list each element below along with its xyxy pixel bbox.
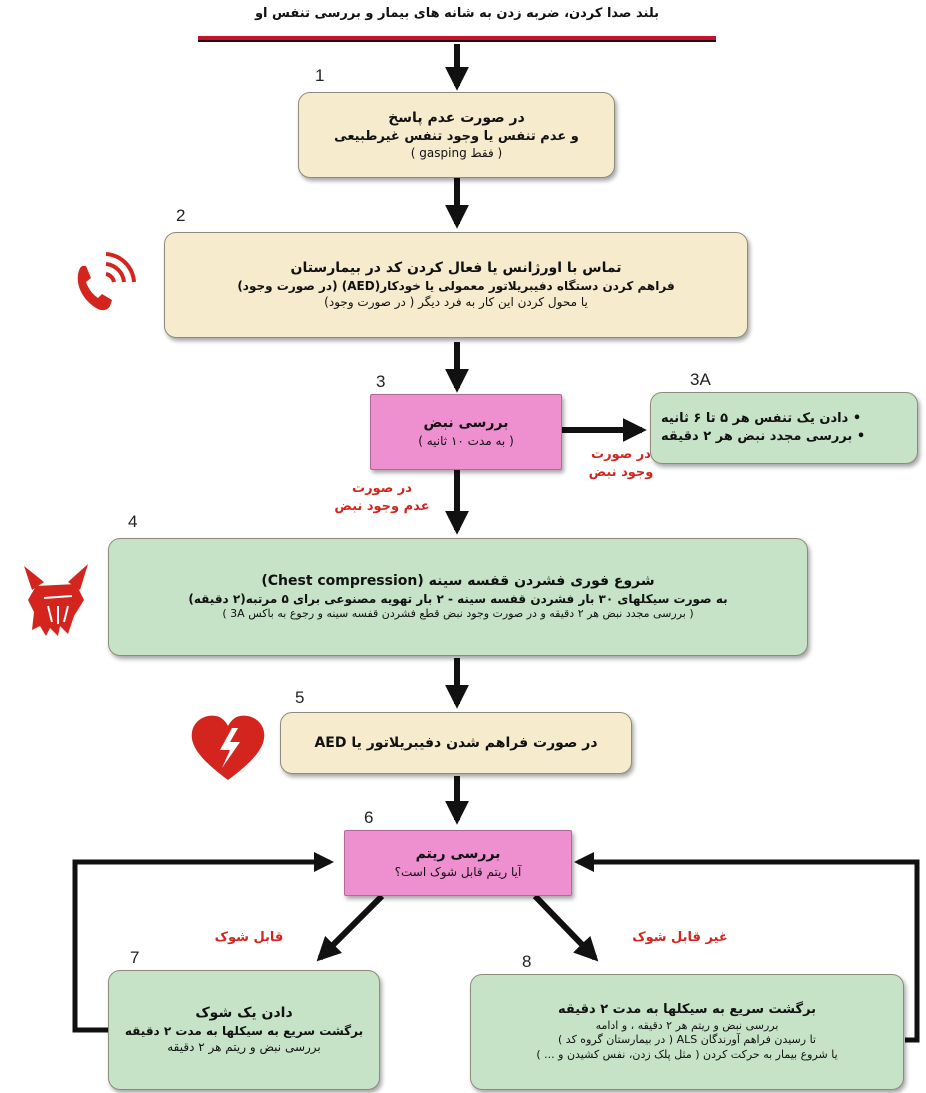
step-3a-bullet2: • بررسی مجدد نبض هر ۲ دقیقه xyxy=(661,429,866,444)
label-non-shockable: غیر قابل شوک xyxy=(632,930,728,945)
step-1-line2: و عدم تنفس یا وجود تنفس غیرطبیعی xyxy=(334,128,579,144)
header-red-rule xyxy=(198,36,716,40)
step-7-line3: بررسی نبض و ریتم هر ۲ دقیقه xyxy=(167,1040,321,1055)
step-1-box: در صورت عدم پاسخ و عدم تنفس یا وجود تنفس… xyxy=(298,92,615,178)
step-4-number: 4 xyxy=(128,512,138,531)
step-3a-number: 3A xyxy=(690,370,711,389)
step-8-line3: تا رسیدن فراهم آورندگان ALS ( در بیمارست… xyxy=(558,1033,816,1047)
step-4-line2: به صورت سیکلهای ۳۰ بار فشردن قفسه سینه -… xyxy=(188,591,728,606)
phone-icon xyxy=(77,252,136,311)
step-6-title: بررسی ریتم xyxy=(415,846,501,863)
step-2-line2: فراهم کردن دستگاه دفیبریلاتور معمولی یا … xyxy=(237,279,675,294)
step-1-number: 1 xyxy=(315,66,325,85)
step-8-number: 8 xyxy=(522,952,532,971)
step-7-line2: برگشت سریع به سیکلها به مدت ۲ دقیقه xyxy=(124,1024,364,1039)
loop-7-to-6 xyxy=(72,852,334,1033)
label-shockable: قابل شوک xyxy=(214,930,284,945)
label-pulse-present-l2: وجود نبض xyxy=(588,464,654,480)
step-6-line2: آیا ریتم قابل شوک است؟ xyxy=(394,865,522,880)
label-pulse-present: در صورت وجود نبض xyxy=(566,446,676,481)
step-3-title: بررسی نبض xyxy=(423,415,509,432)
step-8-title: برگشت سریع به سیکلها به مدت ۲ دقیقه xyxy=(557,1001,817,1017)
label-no-pulse: در صورت عدم وجود نبض xyxy=(322,480,442,515)
step-3a-box: • دادن یک تنفس هر ۵ تا ۶ ثانیه • بررسی م… xyxy=(650,392,918,464)
step-7-box: دادن یک شوک برگشت سریع به سیکلها به مدت … xyxy=(108,970,380,1090)
step-7-title: دادن یک شوک xyxy=(195,1005,293,1022)
step-7-number: 7 xyxy=(130,948,140,967)
step-4-title: شروع فوری فشردن قفسه سینه (Chest compres… xyxy=(261,573,655,590)
step-8-box: برگشت سریع به سیکلها به مدت ۲ دقیقه بررس… xyxy=(470,974,904,1090)
step-8-line4: یا شروع بیمار به حرکت کردن ( مثل پلک زدن… xyxy=(536,1048,838,1062)
step-6-number: 6 xyxy=(364,808,374,827)
step-5-number: 5 xyxy=(295,688,305,707)
step-8-line2: بررسی نبض و ریتم هر ۲ دقیقه ، و ادامه xyxy=(595,1018,779,1032)
step-4-line3: ( بررسی مجدد نبض هر ۲ دقیقه و در صورت وج… xyxy=(222,607,694,621)
arrow-6-to-7 xyxy=(316,893,385,962)
step-2-title: تماس با اورژانس یا فعال کردن کد در بیمار… xyxy=(290,260,622,277)
step-5-box: در صورت فراهم شدن دفیبریلاتور یا AED xyxy=(280,712,632,774)
step-2-box: تماس با اورژانس یا فعال کردن کد در بیمار… xyxy=(164,232,748,338)
aed-heart-icon xyxy=(191,715,265,780)
step-1-line3: ( فقط gasping ) xyxy=(410,146,503,161)
loop-8-to-6 xyxy=(574,852,920,1043)
arrow-6-to-8 xyxy=(532,893,599,962)
cpr-hands-icon xyxy=(24,564,88,636)
step-3-box: بررسی نبض ( به مدت ۱۰ ثانیه ) xyxy=(370,394,562,470)
step-6-box: بررسی ریتم آیا ریتم قابل شوک است؟ xyxy=(344,830,572,896)
step-3a-bullet1: • دادن یک تنفس هر ۵ تا ۶ ثانیه xyxy=(661,411,862,427)
header-black-rule xyxy=(198,40,716,42)
step-5-title: در صورت فراهم شدن دفیبریلاتور یا AED xyxy=(314,734,598,751)
label-pulse-present-l1: در صورت xyxy=(591,447,651,462)
step-1-title: در صورت عدم پاسخ xyxy=(388,109,525,126)
header-instruction: بلند صدا کردن، ضربه زدن به شانه های بیما… xyxy=(254,6,660,21)
label-no-pulse-l2: عدم وجود نبض xyxy=(334,498,430,514)
step-3-line2: ( به مدت ۱۰ ثانیه ) xyxy=(418,434,514,449)
step-2-number: 2 xyxy=(176,206,186,225)
step-4-box: شروع فوری فشردن قفسه سینه (Chest compres… xyxy=(108,538,808,656)
step-3-number: 3 xyxy=(376,372,386,391)
step-2-line3: یا محول کردن این کار به فرد دیگر ( در صو… xyxy=(324,295,588,310)
label-no-pulse-l1: در صورت xyxy=(352,481,412,496)
